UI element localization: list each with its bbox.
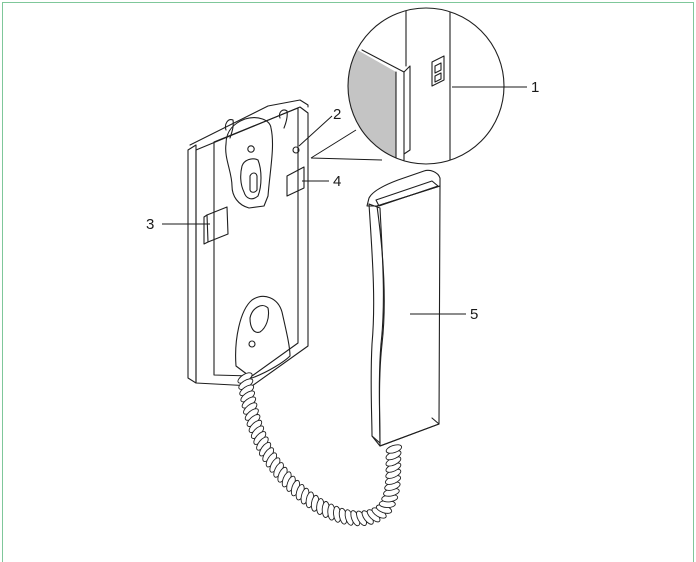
leader-2 — [298, 115, 333, 147]
cord-coil — [385, 444, 403, 454]
callout-labels: 1 2 3 4 5 — [146, 79, 539, 323]
zoom-switch — [431, 55, 445, 87]
intercom-diagram: 1 2 3 4 5 — [146, 7, 539, 527]
base-unit-side — [187, 144, 197, 384]
base-unit-front — [195, 106, 309, 387]
coiled-cord — [237, 372, 403, 527]
callout-5: 5 — [470, 306, 478, 323]
base-unit-back-edge — [189, 99, 309, 146]
handset-front — [376, 185, 441, 447]
leader-lines — [162, 86, 527, 315]
hook-tab-right — [279, 109, 288, 129]
cradle-top-slot — [249, 172, 258, 193]
base-unit-inner-panel — [213, 107, 299, 377]
zoom-wall-line — [405, 9, 451, 164]
handset-bottom — [371, 417, 440, 447]
hook-tab-left — [224, 119, 234, 139]
screw-bottom — [248, 340, 256, 348]
zoom-edge — [361, 49, 411, 164]
zoom-circle-outline — [347, 7, 505, 165]
zoom-pointer — [310, 129, 383, 161]
screw-part-2 — [292, 146, 300, 154]
callout-4: 4 — [333, 173, 341, 190]
connector-part-3 — [206, 206, 229, 243]
zoom-detail — [310, 7, 505, 165]
callout-2: 2 — [333, 106, 341, 123]
handset — [366, 169, 441, 447]
base-unit — [187, 99, 309, 387]
cradle-top-inner — [240, 158, 262, 200]
zoom-switch-lever — [434, 62, 442, 83]
cradle-bottom-inner — [249, 305, 270, 333]
handset-earpiece — [375, 180, 439, 207]
connector-part-3-depth — [203, 214, 209, 245]
cradle-top-bracket — [225, 117, 274, 209]
cradle-bottom-bracket — [235, 295, 291, 379]
callout-3: 3 — [146, 216, 154, 233]
callout-1: 1 — [531, 79, 539, 96]
handset-top — [366, 169, 441, 207]
screw-top — [247, 145, 255, 153]
switch-part-4 — [286, 166, 305, 197]
cord-coils — [237, 372, 403, 527]
